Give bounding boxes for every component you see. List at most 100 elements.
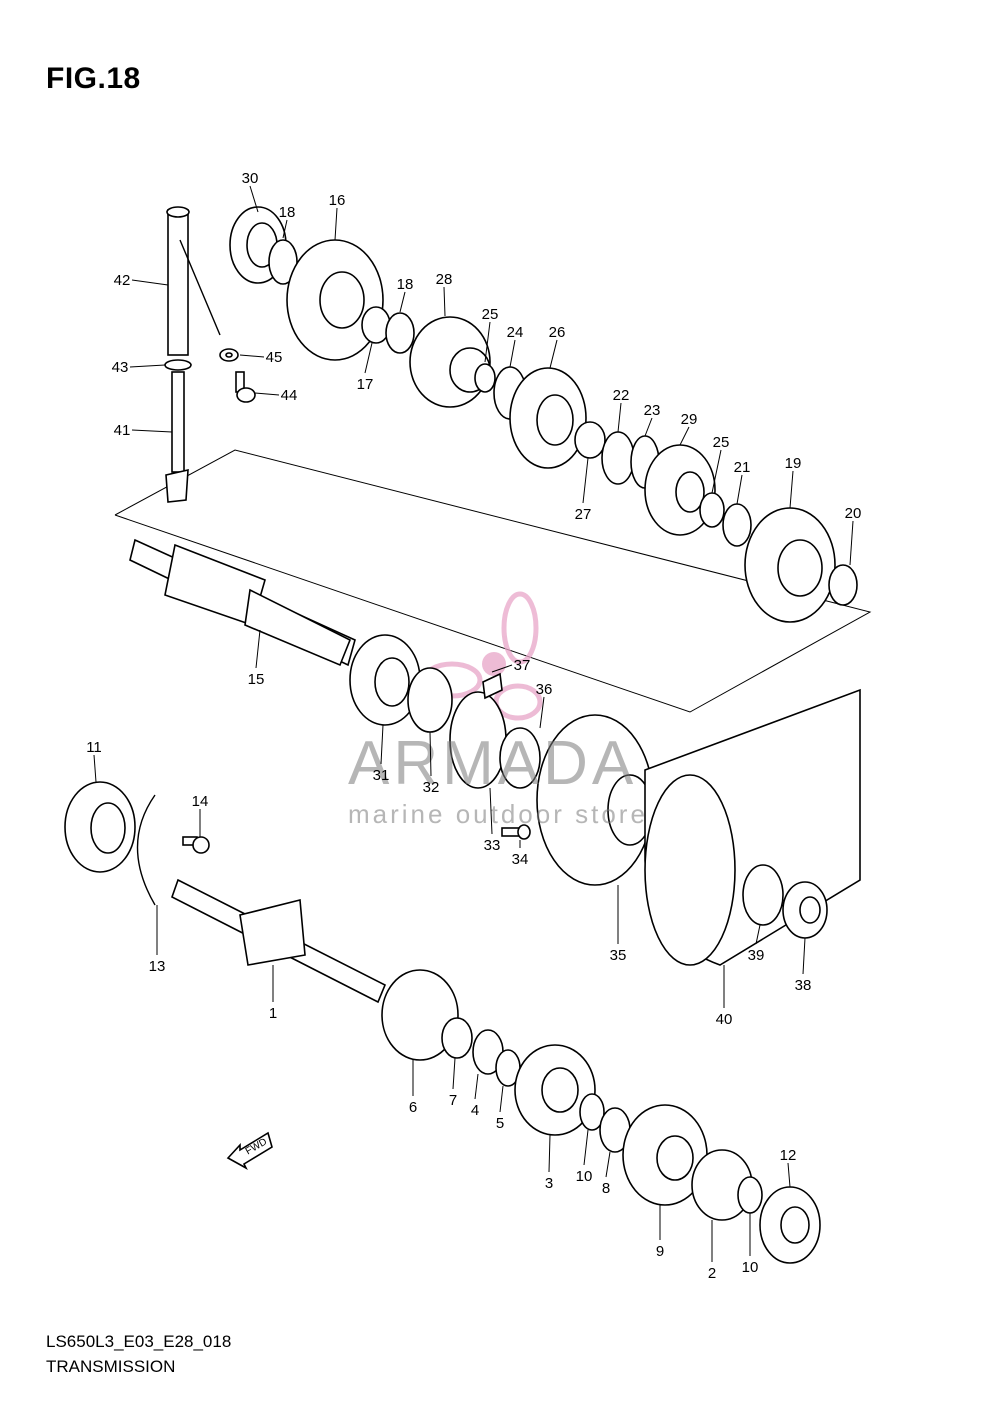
footer-code: LS650L3_E03_E28_018 (46, 1332, 232, 1351)
bearing-11 (64, 781, 136, 873)
driveshaft-1 (171, 878, 387, 1004)
callout-leader-32 (429, 731, 432, 777)
callout-18b: 18 (397, 276, 414, 293)
bearing-12 (759, 1186, 821, 1264)
callout-6: 6 (409, 1099, 417, 1116)
callout-1: 1 (269, 1005, 277, 1022)
callout-leader-5 (499, 1085, 504, 1113)
spacer-32 (407, 667, 453, 733)
callout-14: 14 (192, 793, 209, 810)
callout-leader-16 (334, 207, 338, 241)
callout-34: 34 (512, 851, 529, 868)
bushing-7 (441, 1017, 473, 1059)
gear-35 (536, 714, 654, 886)
callout-leader-36 (539, 696, 545, 729)
screw-14 (182, 836, 210, 854)
callout-35: 35 (610, 947, 627, 964)
callout-4: 4 (471, 1102, 479, 1119)
callout-19: 19 (785, 455, 802, 472)
bushing-27 (574, 421, 606, 459)
callout-12: 12 (780, 1147, 797, 1164)
callout-leader-31 (380, 724, 384, 765)
callout-36: 36 (536, 681, 553, 698)
callout-leader-30 (249, 185, 259, 213)
callout-leader-39 (755, 924, 761, 945)
bearing-31 (349, 634, 421, 726)
callout-leader-44 (254, 392, 280, 396)
callout-leader-18a (282, 219, 288, 239)
callout-leader-42 (131, 279, 169, 286)
footer-name: TRANSMISSION (46, 1357, 176, 1376)
callout-28: 28 (436, 271, 453, 288)
callout-leader-21 (736, 474, 743, 505)
callout-16: 16 (329, 192, 346, 209)
callout-25b: 25 (713, 434, 730, 451)
callout-27: 27 (575, 506, 592, 523)
callout-37: 37 (514, 657, 531, 674)
gear-22 (601, 431, 635, 485)
callout-leader-28 (443, 286, 446, 317)
callout-leader-19 (789, 470, 794, 509)
callout-leader-3 (548, 1134, 551, 1173)
callout-leader-12 (787, 1162, 791, 1188)
washer-18b (385, 312, 415, 354)
callout-leader-38 (802, 937, 806, 975)
callout-leader-20 (849, 520, 854, 566)
callout-5: 5 (496, 1115, 504, 1132)
shaft-42 (166, 206, 221, 356)
callout-18a: 18 (279, 204, 296, 221)
circlip-10a (579, 1093, 605, 1131)
callout-33: 33 (484, 837, 501, 854)
callout-leader-15 (255, 629, 261, 669)
callout-10a: 10 (576, 1168, 593, 1185)
callout-21: 21 (734, 459, 751, 476)
callout-44: 44 (281, 387, 298, 404)
bolt-34 (501, 824, 531, 840)
callout-15: 15 (248, 671, 265, 688)
callout-42: 42 (114, 272, 131, 289)
callout-leader-25a (484, 321, 491, 363)
clutch-housing-40 (644, 688, 861, 966)
callout-25a: 25 (482, 306, 499, 323)
washer-45 (219, 348, 239, 362)
callout-leader-10a (583, 1129, 589, 1166)
circlip-10b (737, 1176, 763, 1214)
callout-26: 26 (549, 324, 566, 341)
bushing-20 (828, 564, 858, 606)
callout-29: 29 (681, 411, 698, 428)
callout-2: 2 (708, 1265, 716, 1282)
bolt-44 (235, 371, 256, 403)
callout-leader-25b (711, 449, 722, 494)
countershaft-frame (114, 449, 872, 713)
callout-7: 7 (449, 1092, 457, 1109)
callout-32: 32 (423, 779, 440, 796)
callout-leader-7 (452, 1057, 456, 1090)
watermark-tagline: marine outdoor store (348, 799, 648, 829)
callout-20: 20 (845, 505, 862, 522)
callout-leader-11 (93, 754, 97, 783)
shaft-41 (165, 371, 189, 503)
washer-21 (722, 503, 752, 547)
callout-43: 43 (112, 359, 129, 376)
circlip-25b (699, 492, 725, 528)
callout-30: 30 (242, 170, 259, 187)
callout-45: 45 (266, 349, 283, 366)
callout-3: 3 (545, 1175, 553, 1192)
circlip-25a (474, 363, 496, 393)
washer-39 (742, 864, 784, 926)
callout-leader-8 (605, 1151, 611, 1178)
callout-leader-37 (491, 664, 513, 673)
callout-leader-4 (474, 1073, 479, 1100)
gear-3 (514, 1044, 596, 1136)
fwd-arrow-icon: FWD (226, 1131, 273, 1170)
callout-41: 41 (114, 422, 131, 439)
bolt-37 (482, 672, 503, 700)
figure-title: FIG.18 (46, 62, 141, 95)
callout-8: 8 (602, 1180, 610, 1197)
gear-28 (409, 316, 491, 408)
callout-22: 22 (613, 387, 630, 404)
callout-leader-41 (131, 429, 173, 433)
callout-leader-45 (239, 354, 265, 358)
